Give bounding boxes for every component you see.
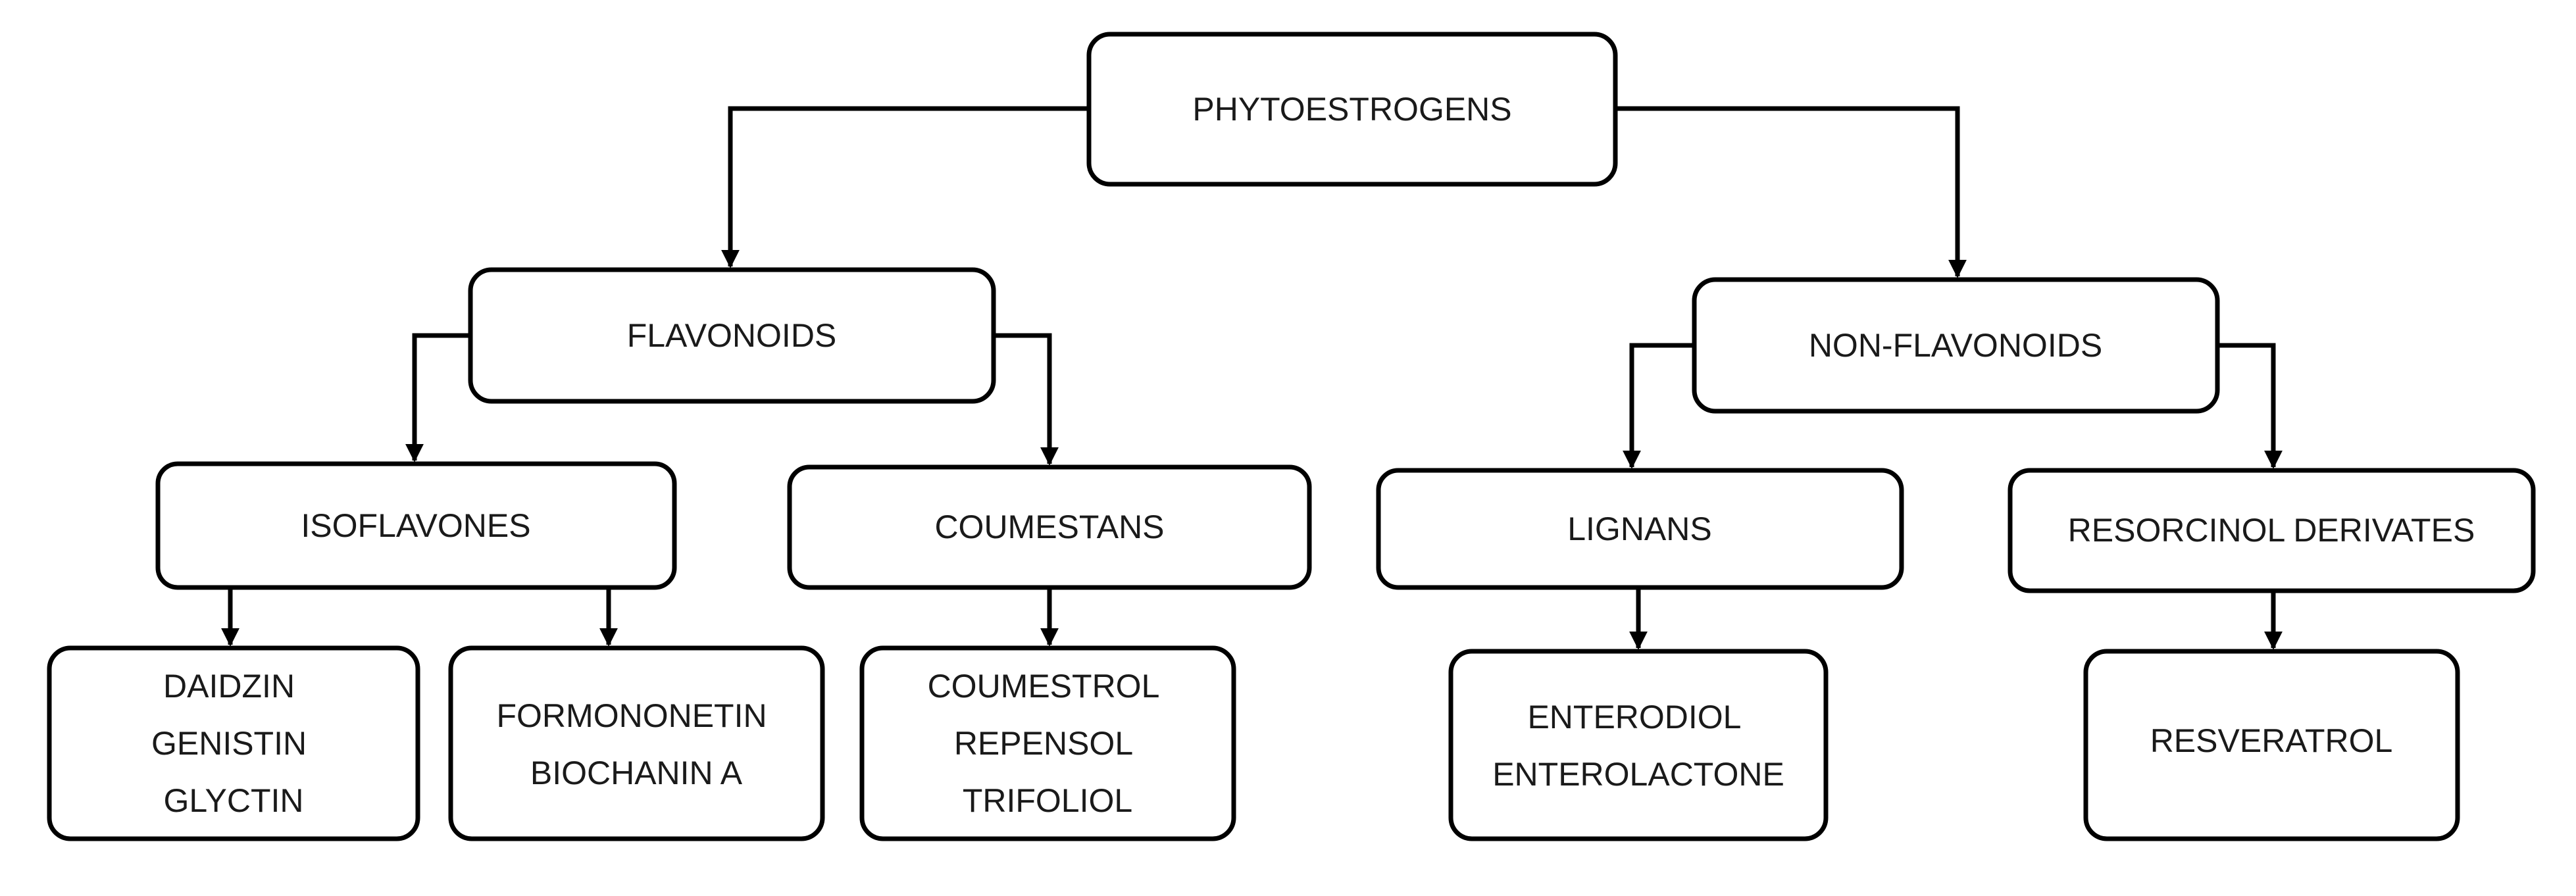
node-phytoestrogens-label: PHYTOESTROGENS — [1192, 91, 1511, 128]
node-coumestans: COUMESTANS — [787, 464, 1312, 590]
node-resorcinol-derivates-label: RESORCINOL DERIVATES — [2068, 512, 2475, 549]
edge-non-flavonoids-lignans — [1623, 343, 1694, 469]
node-resveratrol: RESVERATROL — [2083, 649, 2460, 841]
node-isoflavones-label: ISOFLAVONES — [301, 507, 530, 544]
node-formononetin-biochanin-label: FORMONONETIN BIOCHANIN A — [497, 697, 776, 791]
edge-root-non-flavonoids — [1615, 106, 1967, 278]
node-formononetin-biochanin: FORMONONETIN BIOCHANIN A — [448, 645, 825, 841]
edge-root-flavonoids — [721, 106, 1089, 268]
node-resorcinol-derivates: RESORCINOL DERIVATES — [2008, 468, 2536, 593]
node-enterodiol-enterolactone: ENTERODIOL ENTEROLACTONE — [1448, 649, 1829, 841]
node-flavonoids-label: FLAVONOIDS — [627, 317, 837, 354]
connectors — [221, 106, 2283, 650]
node-coumestrol-repensol-trifoliol: COUMESTROL REPENSOL TRIFOLIOL — [859, 645, 1236, 841]
node-lignans: LIGNANS — [1376, 468, 1904, 590]
node-lignans-label: LIGNANS — [1567, 510, 1712, 547]
node-isoflavones: ISOFLAVONES — [155, 461, 677, 590]
node-non-flavonoids: NON-FLAVONOIDS — [1692, 277, 2220, 414]
edge-flavonoids-isoflavones — [405, 333, 470, 462]
node-resveratrol-label: RESVERATROL — [2150, 722, 2393, 759]
node-daidzin-genistin-glyctin: DAIDZIN GENISTIN GLYCTIN — [47, 645, 420, 841]
node-phytoestrogens: PHYTOESTROGENS — [1086, 32, 1618, 187]
node-coumestans-label: COUMESTANS — [934, 509, 1164, 545]
node-daidzin-genistin-glyctin-label: DAIDZIN GENISTIN GLYCTIN — [151, 668, 316, 819]
node-coumestrol-repensol-trifoliol-label: COUMESTROL REPENSOL TRIFOLIOL — [928, 668, 1168, 819]
node-flavonoids: FLAVONOIDS — [468, 267, 996, 404]
edge-non-flavonoids-resorcinol — [2217, 343, 2283, 469]
node-non-flavonoids-label: NON-FLAVONOIDS — [1809, 327, 2102, 364]
node-enterodiol-enterolactone-label: ENTERODIOL ENTEROLACTONE — [1492, 699, 1784, 793]
edge-flavonoids-coumestans — [994, 333, 1059, 466]
